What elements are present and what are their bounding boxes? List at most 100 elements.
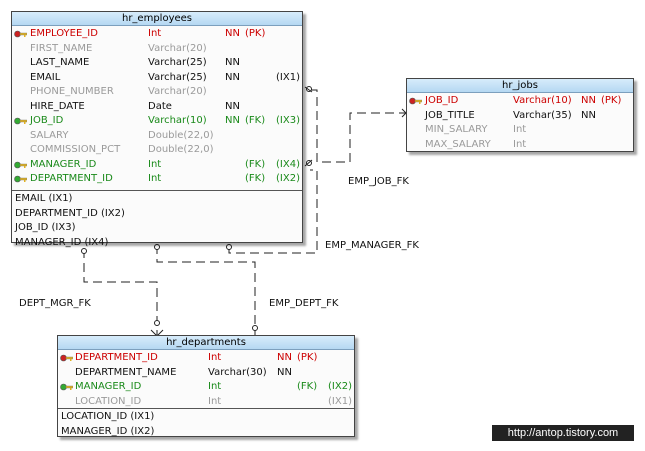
column-row[interactable]: PHONE_NUMBER Varchar(20)	[12, 85, 302, 99]
column-name: MIN_SALARY	[425, 124, 488, 135]
emp-dept-fk-label: EMP_DEPT_FK	[269, 298, 339, 309]
column-row[interactable]: SALARY Double(22,0)	[12, 129, 302, 143]
column-type: Date	[148, 100, 172, 112]
column-idx: (IX2)	[276, 173, 300, 184]
column-type: Varchar(10)	[148, 115, 207, 126]
column-name: DEPARTMENT_ID	[30, 173, 113, 184]
column-name: EMAIL	[30, 71, 61, 83]
column-name: SALARY	[30, 129, 69, 141]
column-nn: NN	[225, 71, 240, 83]
emp-job-fk-label: EMP_JOB_FK	[348, 176, 409, 187]
employees-table-title[interactable]: hr_employees	[12, 12, 302, 26]
column-name: LAST_NAME	[30, 57, 90, 68]
index-row: JOB_ID (IX3)	[15, 222, 76, 233]
column-row[interactable]: FIRST_NAME Varchar(20)	[12, 42, 302, 56]
column-nn: NN	[225, 115, 240, 126]
column-name: HIRE_DATE	[30, 100, 85, 112]
column-row[interactable]: MIN_SALARY Int	[407, 123, 633, 137]
column-type: Int	[513, 138, 527, 150]
column-type: Varchar(35)	[513, 109, 572, 121]
column-key: (FK)	[297, 381, 318, 392]
column-type: Int	[148, 28, 162, 39]
column-type: Int	[513, 124, 527, 135]
column-nn: NN	[225, 28, 240, 39]
column-nn: NN	[277, 352, 292, 363]
column-name: PHONE_NUMBER	[30, 86, 114, 97]
departments-table-title[interactable]: hr_departments	[58, 336, 354, 350]
index-row: MANAGER_ID (IX4)	[15, 236, 109, 248]
column-row[interactable]: DEPARTMENT_ID Int NN (PK)	[58, 351, 354, 365]
column-name: FIRST_NAME	[30, 42, 93, 54]
column-nn: NN	[277, 366, 292, 378]
crowfoot	[401, 108, 407, 114]
jobs-table-title[interactable]: hr_jobs	[407, 79, 633, 93]
column-row[interactable]: EMAIL Varchar(25) NN (IX1)	[12, 71, 302, 85]
column-name: JOB_TITLE	[425, 109, 475, 121]
column-type: Varchar(10)	[513, 95, 572, 106]
column-name: DEPARTMENT_ID	[75, 352, 158, 363]
jobs-columns: JOB_ID Varchar(10) NN (PK) JOB_TITLE Varchar(…	[407, 93, 633, 151]
employees-indexes: EMAIL (IX1) DEPARTMENT_ID (IX2) JOB_ID (IX…	[12, 190, 302, 248]
column-key: (PK)	[601, 95, 622, 106]
column-type: Varchar(20)	[148, 42, 207, 54]
column-type: Double(22,0)	[148, 144, 214, 155]
index-row: DEPARTMENT_ID (IX2)	[15, 207, 125, 219]
index-row: EMAIL (IX1)	[15, 193, 73, 204]
column-key: (PK)	[245, 28, 266, 39]
column-row[interactable]: MAX_SALARY Int	[407, 138, 633, 152]
column-nn: NN	[225, 100, 240, 112]
column-name: JOB_ID	[425, 95, 459, 106]
column-row[interactable]: JOB_ID Varchar(10) NN (PK)	[407, 94, 633, 108]
column-idx: (IX1)	[276, 71, 300, 83]
column-name: MANAGER_ID	[30, 158, 97, 170]
column-idx: (IX2)	[328, 381, 352, 392]
emp-manager-start-marker	[226, 244, 232, 250]
column-idx: (IX1)	[328, 395, 352, 407]
column-nn: NN	[225, 57, 240, 68]
column-type: Varchar(25)	[148, 57, 207, 68]
emp-job-fk-line	[310, 89, 406, 163]
dept-mgr-start-marker	[154, 320, 160, 326]
watermark: http://antop.tistory.com	[492, 425, 634, 441]
column-name: MANAGER_ID	[75, 381, 142, 392]
column-name: MAX_SALARY	[425, 138, 491, 150]
column-type: Varchar(25)	[148, 71, 207, 83]
column-type: Int	[148, 158, 162, 170]
crowfoot	[304, 86, 313, 93]
column-key: (FK)	[245, 173, 266, 184]
departments-indexes: LOCATION_ID (IX1)MANAGER_ID (IX2)	[58, 408, 354, 437]
column-name: LOCATION_ID	[75, 395, 142, 407]
column-idx: (IX3)	[276, 115, 300, 126]
column-idx: (IX4)	[276, 158, 300, 170]
column-key: (PK)	[297, 352, 318, 363]
dept-mgr-fk-line	[83, 249, 158, 336]
column-type: Int	[208, 395, 222, 407]
column-row[interactable]: HIRE_DATE Date NN	[12, 100, 302, 114]
column-row[interactable]: LOCATION_ID Int (IX1)	[58, 395, 354, 409]
index-row: MANAGER_ID (IX2)	[61, 425, 155, 437]
emp-dept-start-marker	[154, 244, 160, 250]
column-type: Varchar(20)	[148, 86, 207, 97]
emp-manager-fk-label: EMP_MANAGER_FK	[325, 240, 419, 251]
column-type: Varchar(30)	[208, 366, 267, 378]
jobs-table[interactable]: hr_jobs JOB_ID Varchar(10) NN (PK) JOB_TITLE…	[406, 78, 634, 152]
crowfoot	[401, 112, 407, 118]
column-row[interactable]: LAST_NAME Varchar(25) NN	[12, 56, 302, 70]
column-type: Int	[208, 352, 222, 363]
column-nn: NN	[581, 95, 596, 106]
column-name: JOB_ID	[30, 115, 64, 126]
column-type: Double(22,0)	[148, 129, 214, 141]
